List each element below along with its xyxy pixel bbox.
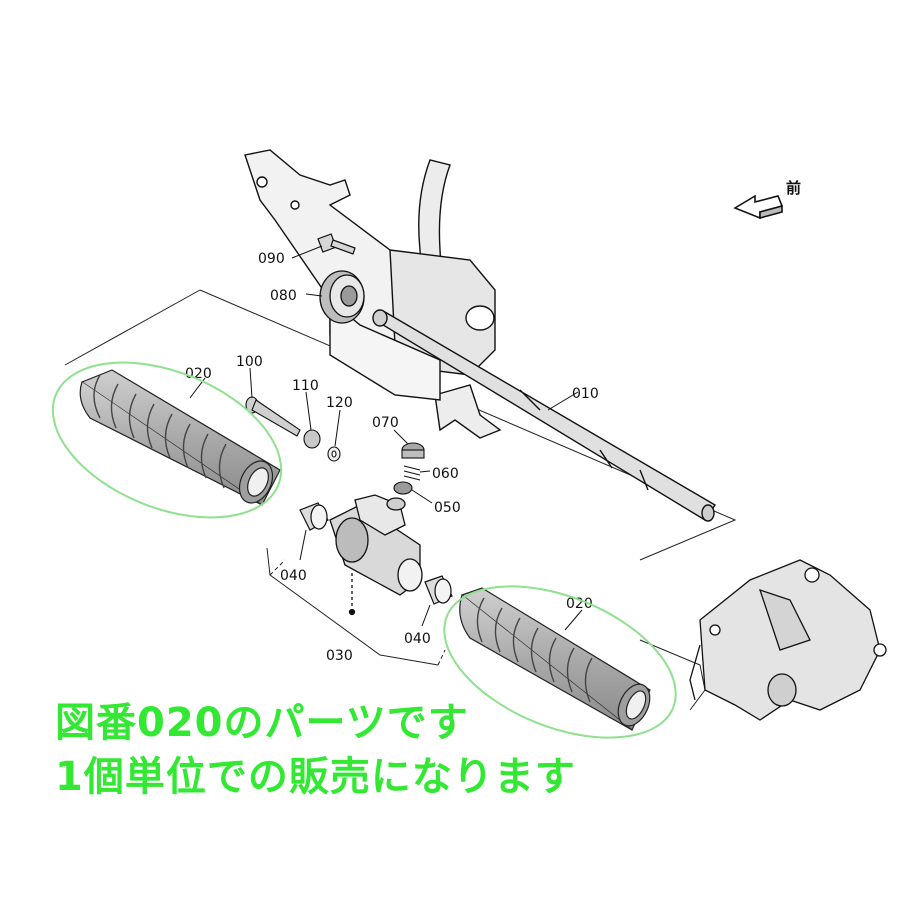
steering-shaft-010 — [244, 149, 716, 522]
seal-050 — [393, 481, 413, 495]
callout-040-right: 040 — [404, 631, 431, 647]
bellows-boot-020-right — [459, 587, 651, 731]
bolt-100 — [245, 396, 301, 437]
bolt-090 — [317, 233, 356, 255]
steering-gearbox — [689, 559, 887, 721]
caption-line-2: 1個単位での販売になります — [55, 754, 576, 800]
callout-010: 010 — [572, 386, 599, 402]
caption-line-1: 図番020のパーツです — [55, 700, 469, 746]
bushing-040-left — [299, 502, 329, 531]
front-label: 前 — [786, 179, 801, 197]
rack-housing-030 — [329, 494, 423, 616]
front-direction-arrow — [733, 194, 784, 220]
callout-060: 060 — [432, 466, 459, 482]
callout-020-left: 020 — [185, 366, 212, 382]
washer-120 — [327, 446, 341, 462]
bushing-040-right — [424, 575, 453, 605]
highlight-ellipse-right — [443, 585, 677, 739]
leader-lines — [189, 245, 583, 631]
callout-100: 100 — [236, 354, 263, 370]
callout-090: 090 — [258, 251, 285, 267]
callout-050: 050 — [434, 500, 461, 516]
callout-030: 030 — [326, 648, 353, 664]
nut-110 — [303, 429, 321, 449]
pulley-080 — [319, 270, 365, 324]
callout-070: 070 — [372, 415, 399, 431]
callout-080: 080 — [270, 288, 297, 304]
spring-060 — [403, 465, 421, 481]
callout-120: 120 — [326, 395, 353, 411]
callout-040-left: 040 — [280, 568, 307, 584]
highlight-ellipse-left — [51, 361, 283, 519]
cap-070 — [401, 442, 425, 459]
bellows-boot-020-left — [79, 369, 281, 506]
callout-020-right: 020 — [566, 596, 593, 612]
callout-110: 110 — [292, 378, 319, 394]
